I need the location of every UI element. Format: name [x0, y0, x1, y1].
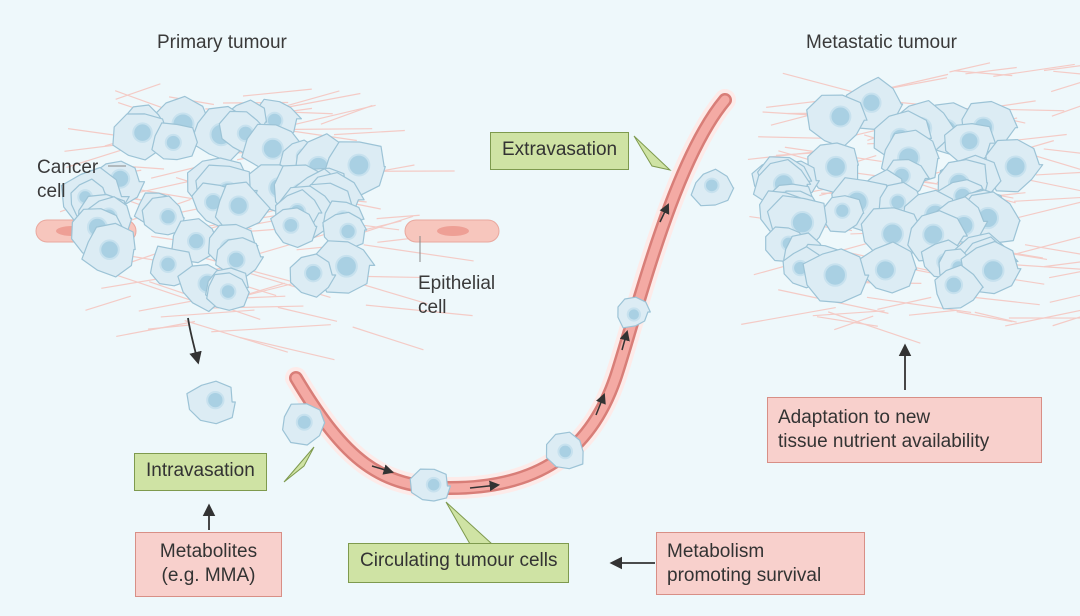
epithelial-cell-label: Epithelial cell — [418, 273, 496, 318]
cancer-cell — [141, 195, 185, 236]
stroma-fiber — [1043, 65, 1080, 72]
cancer-cell-label: Cancer cell — [37, 157, 99, 202]
stroma-fiber — [866, 296, 972, 314]
stroma-fiber — [1024, 244, 1080, 255]
cancer-cell — [802, 248, 870, 304]
stroma-fiber — [64, 144, 116, 152]
cancer-cell — [858, 241, 918, 294]
stroma-fiber — [1014, 196, 1080, 202]
metastatic-tumour-cluster — [751, 76, 1044, 310]
intravasation-callout: Intravasation — [134, 453, 267, 491]
stroma-fiber — [1051, 105, 1080, 117]
stroma-fiber — [827, 311, 921, 344]
epithelial-cell-right — [404, 219, 500, 243]
cancer-cell — [186, 380, 236, 425]
stroma-fiber — [974, 311, 1017, 323]
cancer-cell — [409, 468, 451, 502]
primary-tumour-cluster — [60, 95, 386, 313]
stroma-fiber — [211, 324, 331, 333]
stroma-fiber — [333, 129, 405, 136]
cancer-cell — [934, 264, 984, 310]
cancer-cell — [151, 122, 198, 161]
cancer-cell — [81, 222, 136, 278]
cancer-cell — [289, 253, 337, 298]
stroma-fiber — [908, 309, 957, 316]
intravasation-callout-tail — [283, 446, 315, 483]
stroma-fiber — [766, 100, 820, 108]
stroma-fiber — [1005, 309, 1080, 327]
stroma-fiber — [376, 214, 420, 220]
circulating-cells-callout: Circulating tumour cells — [348, 543, 570, 583]
stroma-fiber — [363, 244, 474, 262]
stroma-fiber — [104, 270, 193, 302]
stroma-fiber — [147, 324, 189, 330]
metabolism-note: Metabolism promoting survival — [656, 532, 865, 595]
stroma-fiber — [1035, 171, 1080, 176]
circulating-cells — [186, 168, 735, 502]
flow-arrow-5 — [659, 203, 670, 223]
stroma-fiber — [812, 310, 885, 317]
stroma-fiber — [115, 83, 161, 100]
stroma-fiber — [85, 295, 131, 311]
stroma-fiber — [1015, 201, 1080, 219]
cancer-cell — [214, 181, 271, 232]
cancer-cell — [806, 94, 868, 149]
extravasation-callout-tail — [633, 135, 672, 171]
flow-arrow-1 — [371, 464, 395, 475]
cancer-cell — [282, 403, 326, 446]
stroma-fiber — [741, 306, 836, 325]
stroma-fiber — [816, 316, 878, 327]
stroma-fiber — [968, 296, 1040, 306]
stroma-fiber — [277, 306, 338, 322]
stroma-fiber — [1007, 263, 1080, 270]
circulating-callout-tail — [445, 501, 494, 545]
stroma-fiber — [160, 309, 255, 318]
stroma-fiber — [242, 88, 312, 97]
metastatic-tumour-label: Metastatic tumour — [806, 32, 957, 53]
stroma-fiber — [877, 296, 932, 310]
stroma-fiber — [1051, 81, 1080, 93]
cancer-cell — [322, 211, 368, 250]
stroma-fiber — [276, 92, 361, 110]
stroma-fiber — [1043, 148, 1080, 154]
adaptation-note: Adaptation to new tissue nutrient availa… — [767, 397, 1042, 463]
escape-arrow — [187, 317, 202, 365]
stroma-fiber — [1053, 70, 1080, 75]
stroma-fiber — [365, 304, 473, 317]
cancer-cell — [206, 272, 250, 311]
primary-tumour-label: Primary tumour — [157, 32, 287, 53]
stroma-fiber — [352, 326, 424, 351]
stroma-fiber — [993, 63, 1075, 77]
stroma-fiber — [239, 336, 335, 361]
flow-arrow-4 — [619, 329, 630, 351]
stroma-fiber — [1049, 271, 1080, 279]
stroma-fiber — [956, 311, 1013, 323]
cancer-cell — [617, 296, 651, 329]
cancer-cell — [822, 195, 865, 233]
stroma-fiber — [834, 315, 874, 331]
cancer-cell — [690, 168, 735, 207]
stroma-fiber — [1049, 294, 1080, 303]
metabolites-note: Metabolites (e.g. MMA) — [135, 532, 282, 597]
cancer-cell — [270, 207, 318, 248]
cancer-cell — [545, 431, 584, 470]
stroma-fiber — [281, 128, 373, 131]
flow-arrow-2 — [469, 480, 501, 492]
extravasation-callout: Extravasation — [490, 132, 630, 170]
stroma-fiber — [1052, 316, 1080, 327]
stroma-fiber — [1043, 261, 1080, 268]
flow-arrow-3 — [595, 393, 606, 416]
stroma-fiber — [762, 111, 812, 116]
stroma-fiber — [184, 320, 288, 353]
